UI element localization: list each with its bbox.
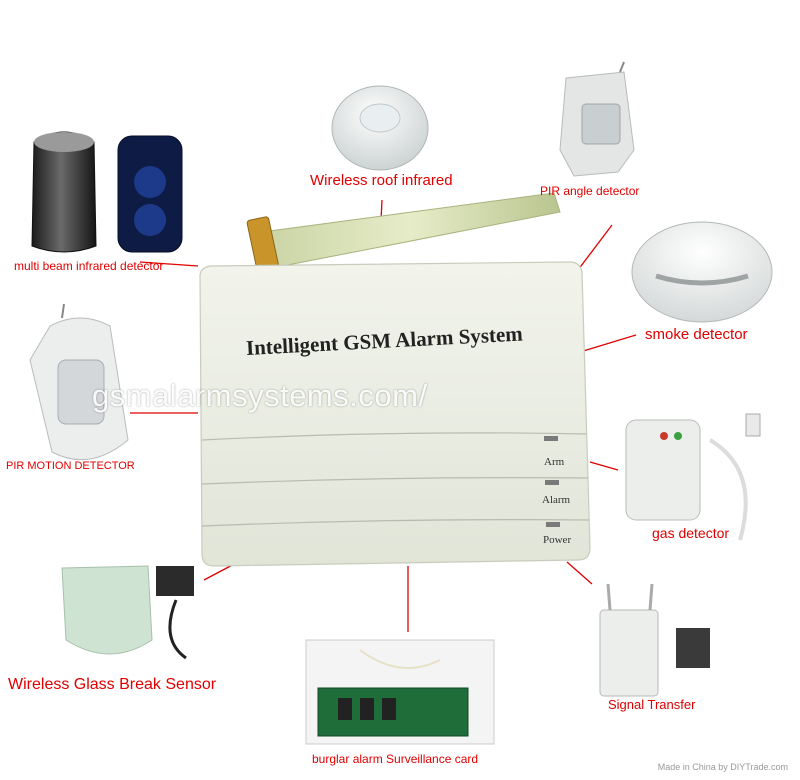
credit-text: Made in China by DIYTrade.com [657,762,788,772]
led-power-icon [546,522,560,527]
led-alarm-icon [545,480,559,485]
connector-line [566,561,593,585]
watermark: gsmalarmsystems.com/ [92,378,428,413]
pir-angle-detector-icon [559,61,635,177]
glass-break-sensor-icon [61,565,194,660]
led-label-power: Power [543,534,572,546]
label-gas: gas detector [652,525,730,541]
label-pir-motion: PIR MOTION DETECTOR [6,460,135,472]
connector-line [577,224,613,271]
multi-beam-detector-icon [31,131,183,253]
signal-transfer-icon [599,583,710,697]
pir-motion-detector-icon [29,303,129,461]
antenna-icon [246,192,561,274]
label-roof-infrared: Wireless roof infrared [310,172,453,189]
label-glass-break: Wireless Glass Break Sensor [8,676,217,693]
led-label-alarm: Alarm [542,494,571,506]
roof-infrared-icon [331,85,429,171]
label-pir-angle: PIR angle detector [540,184,640,198]
connector-line [139,261,199,267]
label-surveillance-card: burglar alarm Surveillance card [312,752,479,766]
led-arm-icon [544,436,558,441]
alarm-panel [199,261,591,567]
connector-line [589,461,619,471]
label-smoke: smoke detector [645,326,748,343]
led-label-arm: Arm [544,456,565,468]
surveillance-card-icon [305,639,495,745]
smoke-detector-icon [631,221,773,323]
gas-detector-icon [625,413,761,541]
label-signal-transfer: Signal Transfer [608,697,696,712]
connector-line [579,334,637,353]
label-multi-beam: multi beam infrared detector [14,259,164,273]
